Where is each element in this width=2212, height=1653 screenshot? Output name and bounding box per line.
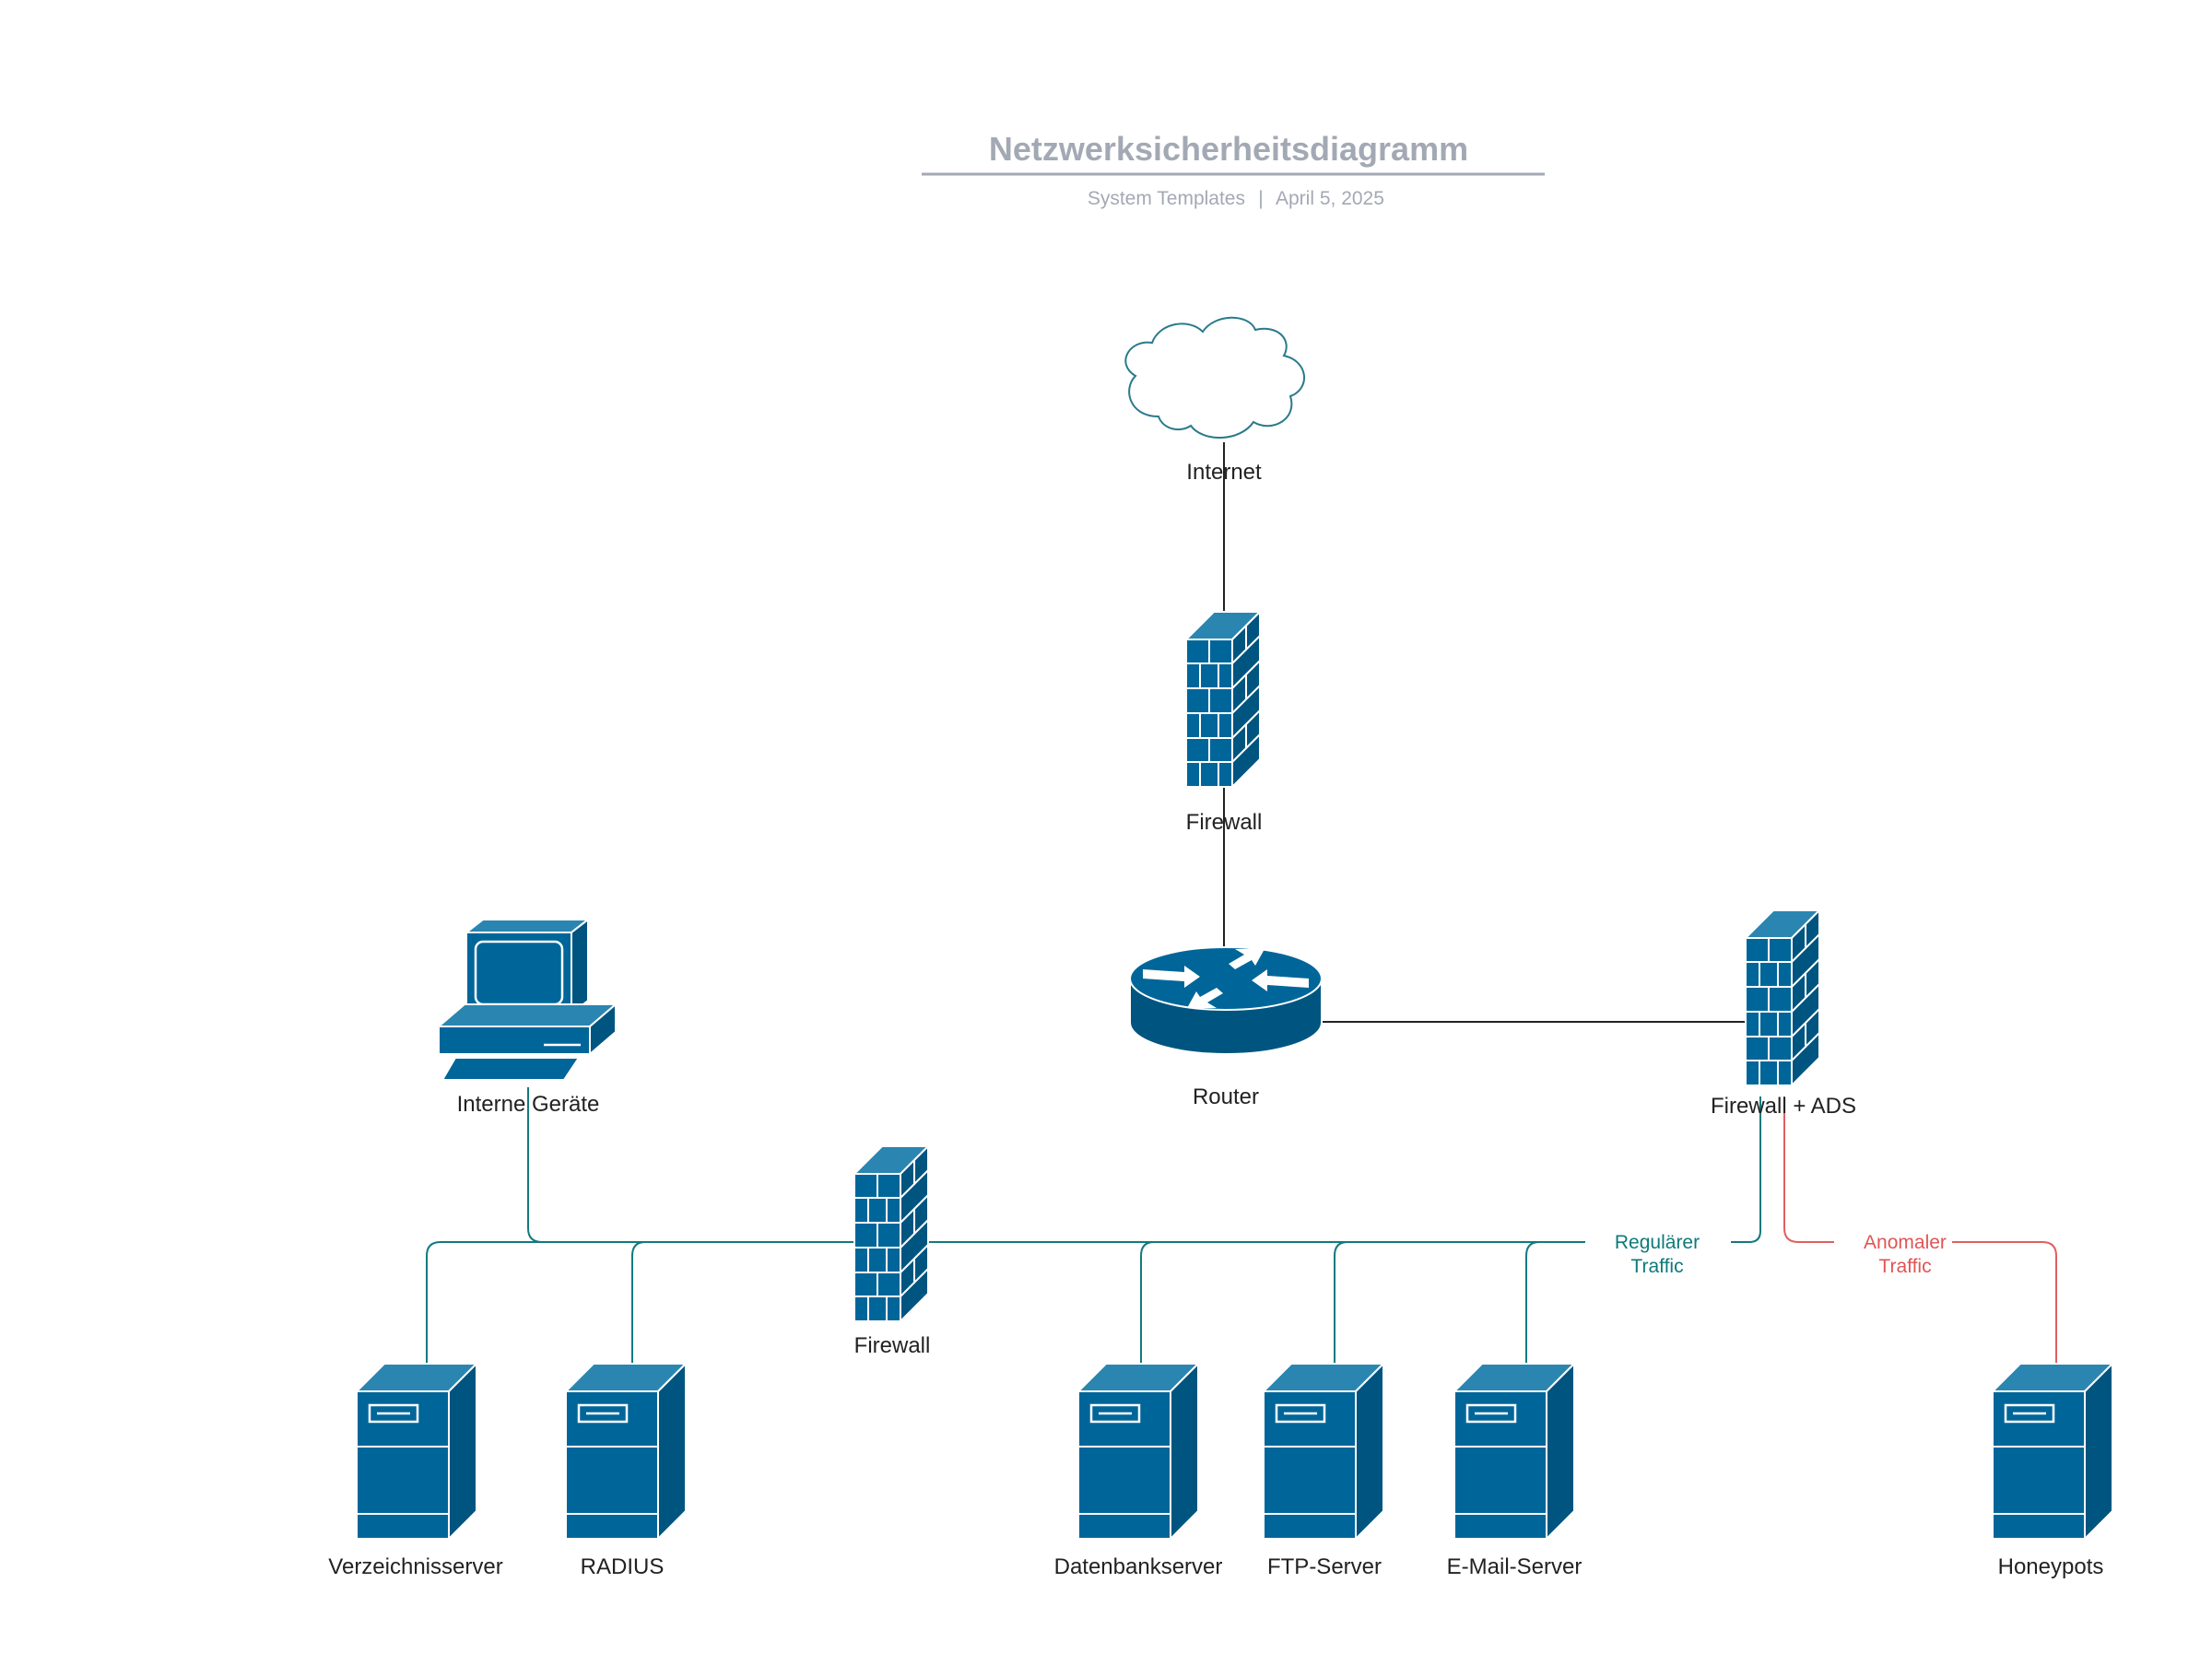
edge-bus-directory-server xyxy=(426,1241,857,1367)
edge-regular-traffic xyxy=(1731,1096,1761,1243)
server-icon xyxy=(1077,1362,1200,1541)
anomalous-traffic-line2: Traffic xyxy=(1878,1256,1931,1277)
radius-node[interactable]: RADIUS xyxy=(564,1362,688,1579)
regular-traffic-line1: Regulärer xyxy=(1615,1232,1700,1253)
email-server-label: E-Mail-Server xyxy=(1447,1554,1583,1579)
internal-devices-node[interactable]: Interne Geräte xyxy=(436,917,618,1117)
server-icon xyxy=(564,1362,688,1541)
computer-icon xyxy=(436,917,618,1081)
ftp-server-label: FTP-Server xyxy=(1267,1554,1382,1579)
firewall-icon xyxy=(1185,611,1261,788)
regular-traffic-line2: Traffic xyxy=(1630,1256,1683,1277)
firewall-icon xyxy=(853,1145,929,1322)
connections xyxy=(426,442,2057,1367)
honeypots-label: Honeypots xyxy=(1998,1554,2104,1579)
firewall-ads-node[interactable]: Firewall + ADS xyxy=(1711,909,1856,1119)
edge-bus-radius xyxy=(631,1241,646,1367)
anomalous-traffic-line1: Anomaler xyxy=(1864,1232,1947,1253)
firewall-ads-label: Firewall + ADS xyxy=(1711,1094,1856,1119)
firewall-internal-label: Firewall xyxy=(854,1333,931,1358)
directory-server-label: Verzeichnisserver xyxy=(328,1554,502,1579)
header-separator: | xyxy=(1258,188,1263,209)
cloud-icon xyxy=(1124,316,1305,439)
email-server-node[interactable]: E-Mail-Server xyxy=(1447,1362,1583,1579)
internet-node[interactable]: Internet xyxy=(1124,316,1305,485)
honeypots-node[interactable]: Honeypots xyxy=(1991,1362,2114,1579)
edge-bus-database-server xyxy=(1140,1241,1155,1367)
router-icon xyxy=(1129,946,1323,1055)
server-icon xyxy=(1453,1362,1576,1541)
server-icon xyxy=(355,1362,478,1541)
header-source: System Templates xyxy=(1088,188,1245,209)
directory-server-node[interactable]: Verzeichnisserver xyxy=(328,1362,503,1579)
page-title: Netzwerksicherheitsdiagramm xyxy=(989,130,1468,168)
edge-anomalous-traffic xyxy=(1783,1096,2057,1367)
database-server-node[interactable]: Datenbankserver xyxy=(1054,1362,1223,1579)
regular-traffic-label: Regulärer Traffic xyxy=(1615,1232,1700,1277)
firewall-internal-node[interactable]: Firewall xyxy=(853,1145,931,1358)
ftp-server-node[interactable]: FTP-Server xyxy=(1262,1362,1385,1579)
router-node[interactable]: Router xyxy=(1129,946,1323,1109)
firewall-top-node[interactable]: Firewall xyxy=(1185,611,1263,835)
edge-bus-ftp-server xyxy=(1334,1241,1348,1367)
header-date: April 5, 2025 xyxy=(1276,188,1384,209)
anomalous-traffic-label: Anomaler Traffic xyxy=(1864,1232,1947,1277)
edge-bus-email-server xyxy=(1525,1241,1540,1367)
internal-devices-label: Interne Geräte xyxy=(457,1092,600,1117)
router-label: Router xyxy=(1193,1084,1259,1109)
firewall-icon xyxy=(1745,909,1820,1086)
database-server-label: Datenbankserver xyxy=(1054,1554,1223,1579)
server-icon xyxy=(1262,1362,1385,1541)
radius-label: RADIUS xyxy=(581,1554,665,1579)
firewall-top-label: Firewall xyxy=(1186,810,1263,835)
internet-label: Internet xyxy=(1186,460,1262,485)
server-icon xyxy=(1991,1362,2114,1541)
